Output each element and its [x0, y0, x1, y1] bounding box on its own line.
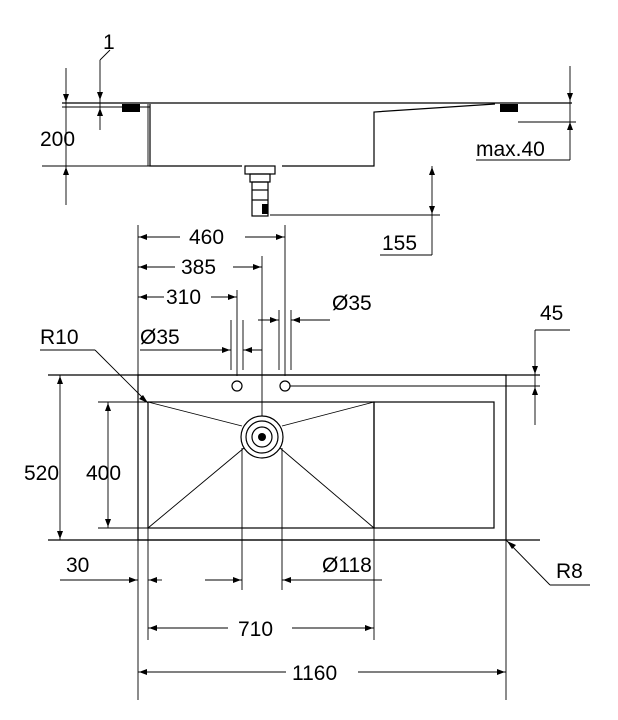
rim-leader [99, 49, 111, 61]
label-drain-diameter: Ø118 [322, 554, 372, 577]
depth-arrow-bottom [63, 167, 69, 175]
sink-outline [137, 374, 507, 541]
drain-inner [251, 426, 273, 448]
label-520: 520 [24, 462, 59, 485]
rim-arrow-bottom [97, 108, 103, 116]
dim-310-arrow-left [139, 294, 147, 300]
label-30: 30 [66, 554, 89, 577]
tap-hole-left [231, 380, 243, 392]
dim-30-arrow-right [149, 577, 157, 583]
depth-arrow-top [63, 94, 69, 102]
tap-right-arrow-in [270, 317, 278, 323]
dim-310-arrow-right [228, 294, 236, 300]
label-rim-thickness: 1 [103, 31, 115, 54]
label-710: 710 [238, 618, 273, 641]
drainboard-outline [373, 401, 495, 529]
dim-520-arrow-bottom [57, 531, 63, 539]
side-view: 1 200 max.40 155 [40, 31, 576, 256]
label-310: 310 [166, 286, 201, 309]
label-tap-hole-right: Ø35 [332, 292, 372, 315]
drain-height-arrow-top [429, 167, 435, 175]
plan-view: 460 385 310 Ø35 Ø35 45 R1 [24, 225, 590, 700]
drain-body [251, 181, 269, 217]
bowl-profile-right [282, 103, 496, 167]
tap-left-arrow-out [244, 347, 252, 353]
dim-460-arrow-left [139, 234, 147, 240]
right-clamp [500, 104, 518, 112]
dim-400-arrow-bottom [105, 519, 111, 527]
label-tap-hole-left: Ø35 [140, 326, 180, 349]
dim-30-arrow-left [129, 577, 137, 583]
fold-line-2 [281, 401, 375, 427]
left-clamp [122, 104, 140, 112]
r10-leader [94, 349, 149, 404]
dim-1160-arrow-left [139, 669, 147, 675]
dim-45-arrow-top [532, 366, 538, 374]
label-r8: R8 [556, 560, 583, 583]
dim-520-arrow-top [57, 376, 63, 384]
fold-line-1 [147, 401, 243, 427]
label-counter-max: max.40 [476, 138, 545, 161]
fold-line-3 [147, 447, 245, 529]
drain-connector [262, 204, 268, 214]
dim-45-arrow-bottom [532, 387, 538, 395]
label-1160: 1160 [292, 662, 337, 685]
tap-right-arrow-out [292, 317, 300, 323]
dim-400-arrow-top [105, 403, 111, 411]
tap-left-arrow-in [222, 347, 230, 353]
counter-arrow-top [567, 93, 573, 101]
counter-arrow-bottom [567, 122, 573, 130]
label-bowl-depth: 200 [40, 128, 75, 151]
drain-neck [249, 173, 271, 183]
dim-118-arrow-right [283, 577, 291, 583]
r10-arrow [139, 395, 148, 403]
label-460: 460 [189, 226, 224, 249]
label-45: 45 [540, 302, 563, 325]
drain-flange [244, 165, 276, 175]
dim-460-arrow-right [276, 234, 284, 240]
dim-385-arrow-right [253, 264, 261, 270]
tap-hole-right [279, 380, 291, 392]
label-400: 400 [86, 462, 121, 485]
drain-center [258, 433, 266, 441]
dim-118-arrow-left [233, 577, 241, 583]
fold-line-4 [279, 447, 375, 529]
rim-arrow-top [97, 92, 103, 100]
dim-1160-arrow-right [497, 669, 505, 675]
bowl-profile-left [149, 104, 242, 167]
dim-385-arrow-left [139, 264, 147, 270]
dim-710-arrow-left [149, 625, 157, 631]
dim-710-arrow-right [365, 625, 373, 631]
label-r10: R10 [40, 326, 79, 349]
label-385: 385 [181, 256, 216, 279]
r8-arrow [507, 541, 516, 549]
drain-ring [245, 420, 279, 454]
label-drain-height: 155 [382, 232, 417, 255]
drain-height-arrow-bottom [429, 206, 435, 214]
